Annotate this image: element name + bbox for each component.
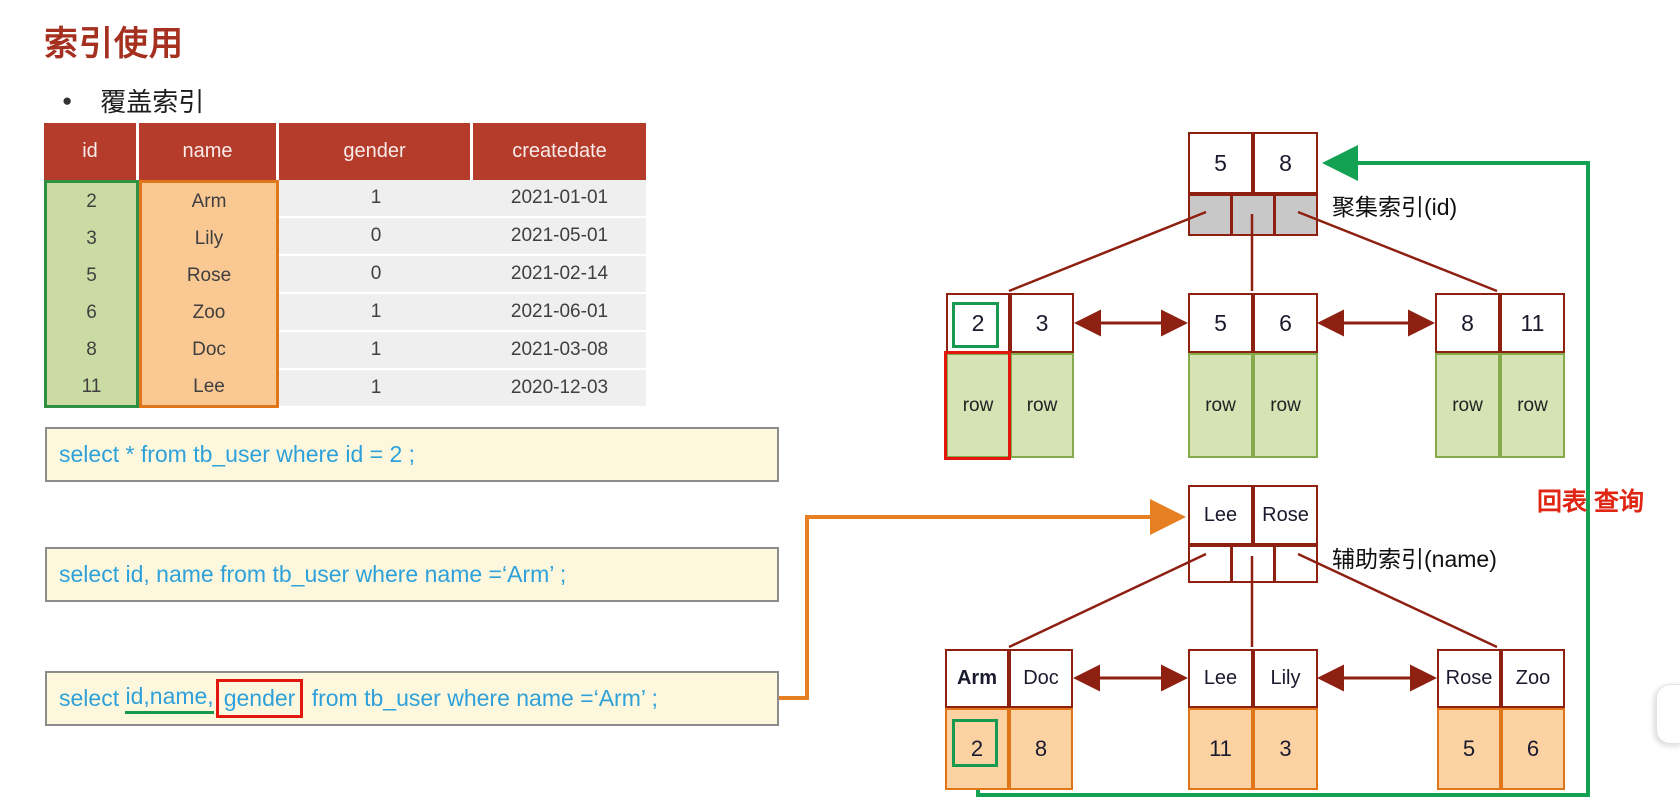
table-cell: 1 xyxy=(279,180,473,218)
sql3-covered-columns: id,name, xyxy=(125,683,214,714)
found-id-highlight xyxy=(952,302,999,348)
table-cell: Zoo xyxy=(192,301,226,323)
secondary-index-label: 辅助索引(name) xyxy=(1332,546,1497,572)
clustered-index-label: 聚集索引(id) xyxy=(1332,194,1458,220)
column-header-name: name xyxy=(139,123,279,180)
user-table: id name gender createdate 2 3 5 6 8 11 A… xyxy=(44,123,646,408)
table-cell: 0 xyxy=(279,218,473,256)
clustered-root-key: 5 xyxy=(1188,132,1253,194)
clustered-leaf-row: row xyxy=(1435,353,1500,458)
table-cell: 2021-06-01 xyxy=(473,294,646,332)
tree-edge xyxy=(1297,210,1498,293)
table-cell: 1 xyxy=(279,370,473,408)
bullet-label: 覆盖索引 xyxy=(100,87,205,117)
secondary-leaf-id: 6 xyxy=(1501,708,1565,790)
secondary-root-pointer xyxy=(1274,545,1318,583)
secondary-root-key: Rose xyxy=(1253,485,1318,545)
sql3-rest: from tb_user where name =‘Arm’ ; xyxy=(305,685,658,711)
clustered-leaf-key: 3 xyxy=(1010,293,1074,353)
name-column-highlighted: Arm Lily Rose Zoo Doc Lee xyxy=(139,180,279,408)
secondary-root-pointer xyxy=(1231,545,1275,583)
bullet-item: ● 覆盖索引 xyxy=(62,82,204,119)
table-cell: Doc xyxy=(192,338,226,360)
secondary-root-pointer xyxy=(1188,545,1232,583)
clustered-leaf-key: 11 xyxy=(1500,293,1565,353)
table-cell: Lily xyxy=(194,227,224,249)
clustered-leaf-key: 5 xyxy=(1188,293,1253,353)
table-cell: 3 xyxy=(86,227,97,249)
table-cell: 2021-03-08 xyxy=(473,332,646,370)
sql3-select: select xyxy=(59,685,126,711)
sql-query-3: select id,name,gender from tb_user where… xyxy=(45,671,779,726)
secondary-leaf-key: Zoo xyxy=(1501,649,1565,708)
page-title: 索引使用 xyxy=(44,25,184,63)
secondary-leaf-id: 8 xyxy=(1009,708,1073,790)
table-cell: Rose xyxy=(186,264,232,286)
column-header-createdate: createdate xyxy=(473,123,646,180)
id-column-highlighted: 2 3 5 6 8 11 xyxy=(44,180,139,408)
secondary-leaf-key: Lee xyxy=(1188,649,1253,708)
found-secondary-id-highlight xyxy=(952,719,998,767)
table-cell: 0 xyxy=(279,256,473,294)
table-cell: 2021-02-14 xyxy=(473,256,646,294)
secondary-leaf-key: Arm xyxy=(945,649,1009,708)
tree-edge xyxy=(1008,552,1207,649)
table-cell: Lee xyxy=(193,375,225,397)
table-cell: 2021-01-01 xyxy=(473,180,646,218)
secondary-leaf-key: Lily xyxy=(1253,649,1318,708)
clustered-root-pointer xyxy=(1274,194,1318,236)
bullet-icon: ● xyxy=(62,90,73,110)
clustered-leaf-key: 8 xyxy=(1435,293,1500,353)
createdate-column: 2021-01-01 2021-05-01 2021-02-14 2021-06… xyxy=(473,180,646,408)
table-cell: 5 xyxy=(86,264,97,286)
column-header-id: id xyxy=(44,123,139,180)
table-cell: 6 xyxy=(86,301,97,323)
secondary-root-key: Lee xyxy=(1188,485,1253,545)
secondary-leaf-id: 5 xyxy=(1437,708,1501,790)
table-cell: 11 xyxy=(81,375,102,397)
sql-query-1: select * from tb_user where id = 2 ; xyxy=(45,427,779,482)
secondary-leaf-key: Rose xyxy=(1437,649,1501,708)
clustered-leaf-row: row xyxy=(1500,353,1565,458)
table-header-row: id name gender createdate xyxy=(44,123,646,180)
secondary-leaf-id: 11 xyxy=(1188,708,1253,790)
secondary-leaf-key: Doc xyxy=(1009,649,1073,708)
clustered-leaf-row: row xyxy=(1010,353,1074,458)
clustered-root-pointer xyxy=(1188,194,1232,236)
table-cell: 1 xyxy=(279,294,473,332)
tree-edge xyxy=(1008,210,1207,293)
sql3-extra-column-highlight: gender xyxy=(215,679,304,718)
table-cell: Arm xyxy=(191,190,227,212)
clustered-leaf-key: 6 xyxy=(1253,293,1318,353)
secondary-leaf-id: 3 xyxy=(1253,708,1318,790)
table-cell: 1 xyxy=(279,332,473,370)
table-cell: 2020-12-03 xyxy=(473,370,646,408)
table-cell: 2 xyxy=(86,190,97,212)
clustered-root-key: 8 xyxy=(1253,132,1318,194)
found-row-highlight xyxy=(944,351,1011,460)
table-cell: 8 xyxy=(86,338,97,360)
gender-column: 1 0 0 1 1 1 xyxy=(279,180,473,408)
clustered-leaf-row: row xyxy=(1188,353,1253,458)
clustered-root-pointer xyxy=(1231,194,1275,236)
table-cell: 2021-05-01 xyxy=(473,218,646,256)
clustered-leaf-row: row xyxy=(1253,353,1318,458)
floating-widget-button[interactable] xyxy=(1656,684,1680,744)
back-to-table-annotation: 回表 查询 xyxy=(1537,488,1644,516)
sql-query-2: select id, name from tb_user where name … xyxy=(45,547,779,602)
column-header-gender: gender xyxy=(279,123,473,180)
table-body: 2 3 5 6 8 11 Arm Lily Rose Zoo Doc Lee 1… xyxy=(44,180,646,408)
